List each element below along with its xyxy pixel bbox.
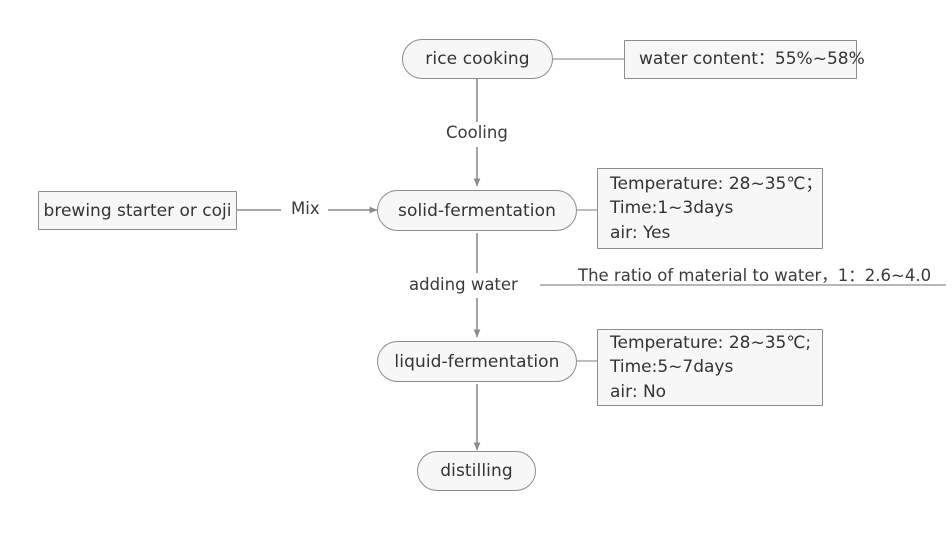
node-rice-cooking-label: rice cooking <box>425 49 530 69</box>
node-liquid-fermentation-label: liquid-fermentation <box>394 351 560 372</box>
annotation-solid-conditions: Temperature: 28~35℃； Time:1~3days air: Y… <box>597 168 823 249</box>
node-solid-fermentation-label: solid-fermentation <box>397 200 556 221</box>
node-distilling[interactable]: distilling <box>417 451 536 491</box>
annotation-liquid-conditions-line-1: Temperature: 28~35℃; <box>610 332 812 353</box>
annotation-liquid-conditions-line-3: air: No <box>610 381 667 402</box>
node-liquid-fermentation[interactable]: liquid-fermentation <box>377 341 577 382</box>
annotation-water-content-line-1: water content：55%~58% <box>639 49 865 70</box>
annotation-solid-conditions-line-3: air: Yes <box>610 222 671 243</box>
annotation-solid-conditions-line-2: Time:1~3days <box>610 198 734 219</box>
annotation-water-content: water content：55%~58% <box>624 40 865 79</box>
edge-label-adding-water: adding water <box>404 275 523 294</box>
label-ratio-note-text: The ratio of material to water，1：2.6~4.0 <box>578 266 932 285</box>
edge-label-mix-text: Mix <box>291 199 320 218</box>
annotation-liquid-conditions-line-2: Time:5~7days <box>610 357 734 378</box>
annotation-solid-conditions-line-1: Temperature: 28~35℃； <box>610 173 823 194</box>
edge-label-cooling-text: Cooling <box>446 123 508 142</box>
node-distilling-label: distilling <box>440 461 513 481</box>
edge-label-cooling: Cooling <box>441 123 513 142</box>
node-brewing-starter[interactable]: brewing starter or coji <box>38 191 237 230</box>
edge-label-adding-water-text: adding water <box>409 275 518 294</box>
node-brewing-starter-label: brewing starter or coji <box>43 200 232 221</box>
node-solid-fermentation[interactable]: solid-fermentation <box>377 190 577 231</box>
label-ratio-note: The ratio of material to water，1：2.6~4.0 <box>578 262 931 286</box>
node-rice-cooking[interactable]: rice cooking <box>402 39 553 79</box>
edge-label-mix: Mix <box>286 199 325 218</box>
annotation-liquid-conditions: Temperature: 28~35℃; Time:5~7days air: N… <box>597 329 823 406</box>
